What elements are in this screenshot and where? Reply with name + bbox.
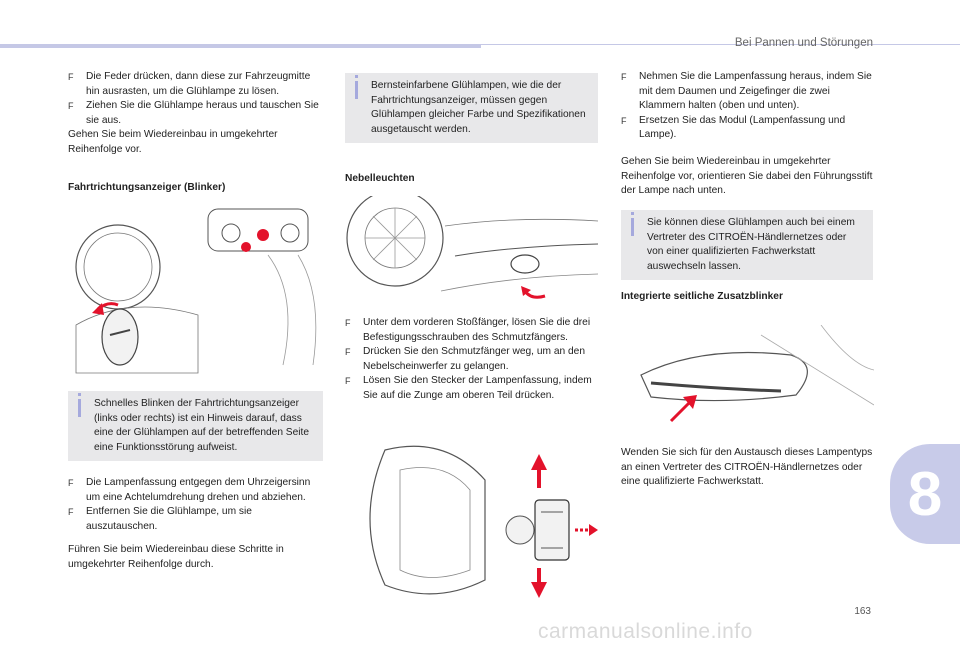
section-title: Bei Pannen und Störungen <box>734 37 873 49</box>
note-turn-signal: Schnelles Blinken der Fahrtrichtungsanze… <box>68 391 323 462</box>
heading-fog-lights: Nebelleuchten <box>345 173 415 184</box>
page-number: 163 <box>854 606 871 617</box>
chapter-tab: 8 <box>890 444 960 544</box>
heading-turn-signal: Fahrtrichtungsanzeiger (Blinker) <box>68 182 226 193</box>
note-amber-bulbs: Bernsteinfarbene Glühlampen, wie die der… <box>345 73 598 144</box>
bullet-icon: F <box>345 347 351 358</box>
watermark: carmanualsonline.info <box>538 620 753 643</box>
side-repeater-figure <box>640 325 874 423</box>
bulb-holder-figure <box>369 445 598 598</box>
info-icon <box>631 212 634 236</box>
bullet-icon: F <box>345 376 351 387</box>
bullet-icon: F <box>68 72 74 82</box>
paragraph: Wenden Sie sich für den Austausch dieses… <box>621 447 873 488</box>
paragraph: Führen Sie beim Wiedereinbau diese Schri… <box>68 544 284 570</box>
paragraph: Gehen Sie beim Wiedereinbau in umgekehrt… <box>621 155 873 197</box>
bullet-icon: F <box>68 507 74 518</box>
paragraph: Gehen Sie beim Wiedereinbau in umgekehrt… <box>68 129 278 155</box>
heading-side-repeaters: Integrierte seitliche Zusatzblinker <box>621 291 783 302</box>
bullet-icon: F <box>621 72 627 82</box>
bullet-icon: F <box>68 101 74 112</box>
header-bar <box>0 44 481 48</box>
note-dealer: Sie können diese Glühlampen auch bei ein… <box>621 210 873 281</box>
bullet-icon: F <box>345 318 351 328</box>
column-3-bottom: Wenden Sie sich für den Austausch dieses… <box>621 446 876 490</box>
bullet-icon: F <box>621 115 627 126</box>
info-icon <box>78 393 81 417</box>
fog-light-figure <box>346 196 598 299</box>
turn-signal-figure <box>75 208 317 374</box>
bullet-icon: F <box>68 478 74 488</box>
header-rule <box>481 44 960 45</box>
info-icon <box>355 75 358 99</box>
